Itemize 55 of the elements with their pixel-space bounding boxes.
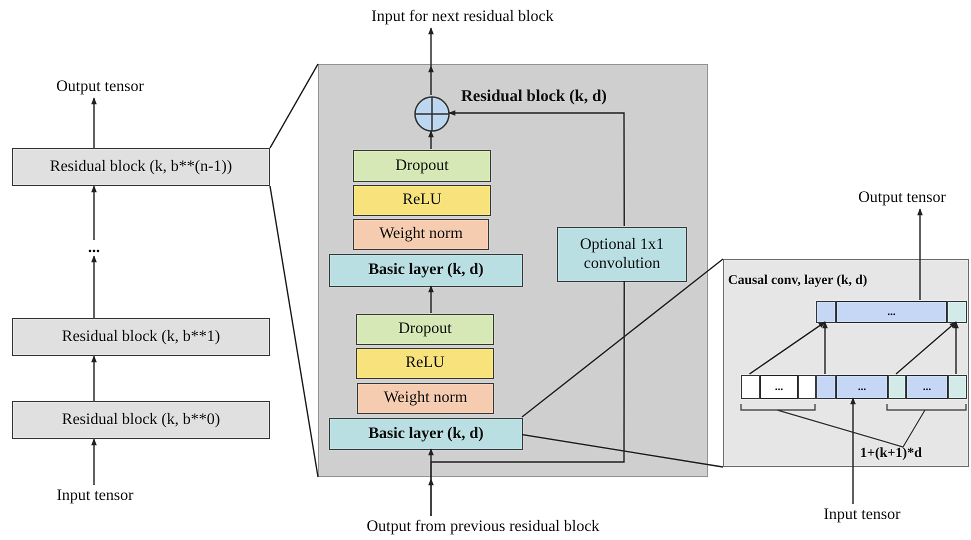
arrow <box>448 110 625 226</box>
arrow <box>91 185 97 240</box>
arrow <box>91 355 97 401</box>
io-label: Output tensor <box>838 187 966 209</box>
basic-layer-box: Basic layer (k, d) <box>329 254 523 287</box>
weight-norm-box: Weight norm <box>353 219 489 250</box>
panel-heading: Causal conv, layer (k, d) <box>728 272 868 288</box>
convolution-box: Optional 1x1 convolution <box>557 227 687 282</box>
causal-conv-panel <box>723 259 969 467</box>
tensor-cell <box>741 375 760 399</box>
arrow <box>953 321 959 374</box>
dropout-box: Dropout <box>353 150 491 182</box>
io-label: Input tensor <box>40 485 150 507</box>
tensor-cell <box>816 301 836 323</box>
panel-heading: Residual block (k, d) <box>461 87 607 106</box>
connector-line <box>522 258 724 418</box>
tensor-cell <box>947 301 967 323</box>
tensor-cell <box>798 375 816 399</box>
arrow <box>91 255 97 318</box>
arrow <box>91 97 97 148</box>
connector-line <box>269 186 319 478</box>
relu-box: ReLU <box>356 348 494 379</box>
arrow <box>896 321 957 375</box>
residual-block-box: Residual block (k, b**1) <box>12 318 270 356</box>
adder-symbol <box>414 96 450 132</box>
arrow <box>91 438 97 485</box>
weight-norm-box: Weight norm <box>357 383 494 414</box>
io-label: Input tensor <box>812 504 912 526</box>
tensor-cell: ... <box>836 375 888 399</box>
tensor-cell: ... <box>836 301 947 323</box>
io-label: Output from previous residual block <box>318 516 648 538</box>
io-label: Input for next residual block <box>330 6 595 28</box>
connector-line <box>430 281 625 516</box>
tensor-cell: ... <box>760 375 798 399</box>
arrow <box>749 321 826 375</box>
arrow <box>428 285 434 313</box>
ellipsis-text: ... <box>82 240 106 256</box>
residual-block-box: Residual block (k, b**(n-1)) <box>12 148 270 186</box>
basic-layer-box: Basic layer (k, d) <box>329 418 523 450</box>
connector-line <box>269 64 319 148</box>
formula-label: 1+(k+1)*d <box>860 446 922 462</box>
arrow <box>428 130 434 149</box>
arrow <box>428 28 434 95</box>
io-label: Output tensor <box>30 76 170 98</box>
relu-box: ReLU <box>353 185 491 216</box>
tensor-cell: ... <box>906 375 948 399</box>
tensor-cell <box>816 375 836 399</box>
tensor-cell <box>888 375 906 399</box>
dropout-box: Dropout <box>356 314 494 345</box>
tensor-cell <box>948 375 967 399</box>
residual-block-box: Residual block (k, b**0) <box>12 401 270 439</box>
arrow <box>850 397 856 504</box>
arrow <box>822 321 828 374</box>
arrow <box>917 208 923 300</box>
residual-block-panel <box>318 64 708 477</box>
